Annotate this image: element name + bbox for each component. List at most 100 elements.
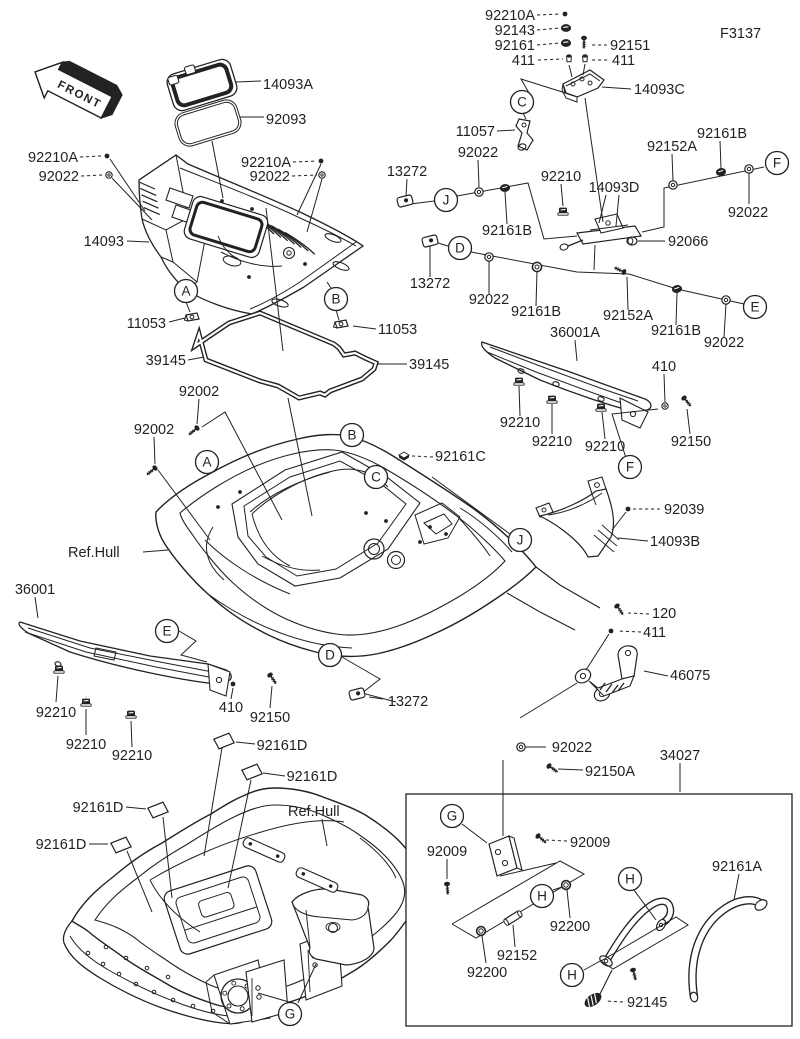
part-label-92161b: 92161B: [511, 304, 561, 320]
part-label-39145: 39145: [409, 357, 449, 373]
part-label-410: 410: [652, 359, 676, 375]
fastener-washer-92152a: [669, 181, 677, 189]
fastener-washer-92022: [106, 172, 112, 178]
callout-f: F: [766, 152, 789, 175]
callout-letter-a: A: [181, 284, 190, 299]
part-label-92039: 92039: [664, 502, 704, 518]
fastener-washer-92022: [745, 165, 753, 173]
callout-letter-d: D: [325, 648, 335, 663]
fastener-screw-dot: [364, 511, 368, 515]
fastener-clip-92210: [547, 396, 557, 404]
callout-c: C: [365, 466, 388, 489]
fastener-knob-92066: [627, 237, 637, 245]
part-label-92161a: 92161A: [712, 859, 762, 875]
callout-letter-e: E: [750, 300, 759, 315]
callout-d: D: [449, 237, 472, 260]
callout-d: D: [319, 644, 342, 667]
part-label-36001: 36001: [15, 582, 55, 598]
part-label-92210: 92210: [36, 705, 76, 721]
part-label-14093b: 14093B: [650, 534, 700, 550]
callout-letter-b: B: [347, 428, 356, 443]
part-label-36001a: 36001A: [550, 325, 600, 341]
part-label-92022: 92022: [552, 740, 592, 756]
part-label-92210a: 92210A: [28, 150, 78, 166]
part-label-92210: 92210: [112, 748, 152, 764]
fastener-washer-411: [609, 629, 614, 634]
callout-letter-f: F: [626, 460, 634, 475]
callout-b: B: [325, 288, 348, 311]
part-label-92210: 92210: [66, 737, 106, 753]
part-label-ref-hull: Ref.Hull: [68, 545, 120, 561]
part-label-92145: 92145: [627, 995, 667, 1011]
part-label-92161: 92161: [495, 38, 535, 54]
part-label-92152a: 92152A: [603, 308, 653, 324]
fastener-washer-92022: [722, 296, 730, 304]
fastener-screw-92210a: [319, 159, 324, 164]
part-label-92151: 92151: [610, 38, 650, 54]
fastener-screw-dot: [247, 275, 251, 279]
fastener-nut-92143: [561, 25, 570, 32]
part-label-92161b: 92161B: [651, 323, 701, 339]
fastener-clip-92210: [596, 404, 606, 412]
part-label-92210: 92210: [500, 415, 540, 431]
part-label-92161d: 92161D: [257, 738, 308, 754]
fastener-screw-dot: [384, 519, 388, 523]
part-label-92022: 92022: [458, 145, 498, 161]
part-label-92161d: 92161D: [287, 769, 338, 785]
fastener-screw-92039: [626, 507, 631, 512]
fastener-screw-dot: [238, 490, 242, 494]
fastener-clip-92210: [558, 208, 568, 216]
part-label-92022: 92022: [728, 205, 768, 221]
part-label-92143: 92143: [495, 23, 535, 39]
part-label-92150: 92150: [671, 434, 711, 450]
part-label-92002: 92002: [179, 384, 219, 400]
part-label-11053: 11053: [127, 316, 166, 332]
fastener-pin-410: [662, 403, 668, 409]
callout-letter-j: J: [443, 193, 450, 208]
part-label-92210: 92210: [541, 169, 581, 185]
fastener-oring-92200: [562, 881, 571, 890]
callout-letter-a: A: [202, 455, 211, 470]
part-label-92161b: 92161B: [697, 126, 747, 142]
fastener-screw-dot: [428, 525, 432, 529]
fastener-clip-92210: [81, 699, 91, 707]
part-34027-step-assembly: [406, 760, 792, 1026]
fastener-washer-92022: [517, 743, 525, 751]
part-label-92022: 92022: [39, 169, 79, 185]
fastener-screw-dot: [220, 199, 224, 203]
fastener-washer-92022: [485, 253, 493, 261]
callout-a: A: [196, 451, 219, 474]
part-label-14093a: 14093A: [263, 77, 313, 93]
fastener-screw-92210a: [105, 154, 110, 159]
part-label-92009: 92009: [570, 835, 610, 851]
fastener-washer-92022: [319, 172, 325, 178]
part-label-92161d: 92161D: [73, 800, 124, 816]
part-label-92200: 92200: [550, 919, 590, 935]
callout-letter-h: H: [537, 889, 547, 904]
callout-g: G: [279, 1003, 302, 1026]
callout-h: H: [619, 868, 642, 891]
part-label-410: 410: [219, 700, 243, 716]
part-label-13272: 13272: [410, 276, 450, 292]
part-label-92150a: 92150A: [585, 764, 635, 780]
fastener-screw-dot: [250, 207, 254, 211]
part-label-13272: 13272: [388, 694, 428, 710]
callout-c: C: [511, 91, 534, 114]
fastener-clip-92210: [514, 378, 524, 386]
callout-f: F: [619, 456, 642, 479]
part-label-92022: 92022: [704, 335, 744, 351]
part-label-46075: 46075: [670, 668, 710, 684]
callout-g: G: [441, 805, 464, 828]
callout-letter-c: C: [517, 95, 527, 110]
part-label-92150: 92150: [250, 710, 290, 726]
part-label-92093: 92093: [266, 112, 306, 128]
part-label-92009: 92009: [427, 844, 467, 860]
part-label-11053: 11053: [378, 322, 417, 338]
part-label-f3137: F3137: [720, 26, 761, 42]
fastener-screw-92210a: [563, 12, 568, 17]
callout-letter-h: H: [625, 872, 635, 887]
callout-e: E: [744, 296, 767, 319]
part-label-92152: 92152: [497, 948, 537, 964]
callout-letter-g: G: [285, 1007, 296, 1022]
part-label-14093: 14093: [84, 234, 124, 250]
